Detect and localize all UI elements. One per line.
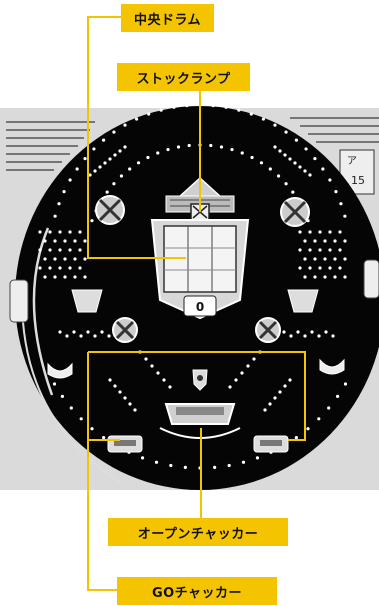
windmill-lower-left	[113, 318, 137, 342]
center-slot-number: 0	[196, 300, 204, 314]
label-open-chucker: オープンチャッカー	[108, 518, 288, 546]
corner-marks: ア	[347, 156, 357, 167]
label-center-drum: 中央ドラム	[121, 4, 214, 32]
windmill-lower-right	[256, 318, 280, 342]
windmill-top-right	[281, 198, 309, 226]
label-stock-lamp: ストックランプ	[117, 63, 250, 91]
corner-number: 15	[351, 174, 365, 187]
left-side-pocket	[10, 280, 28, 322]
windmill-top-left	[96, 196, 124, 224]
right-side-pocket	[364, 260, 379, 298]
go-chucker-left	[108, 436, 142, 452]
label-go-chucker: GOチャッカー	[117, 577, 277, 605]
go-chucker-right	[254, 436, 288, 452]
